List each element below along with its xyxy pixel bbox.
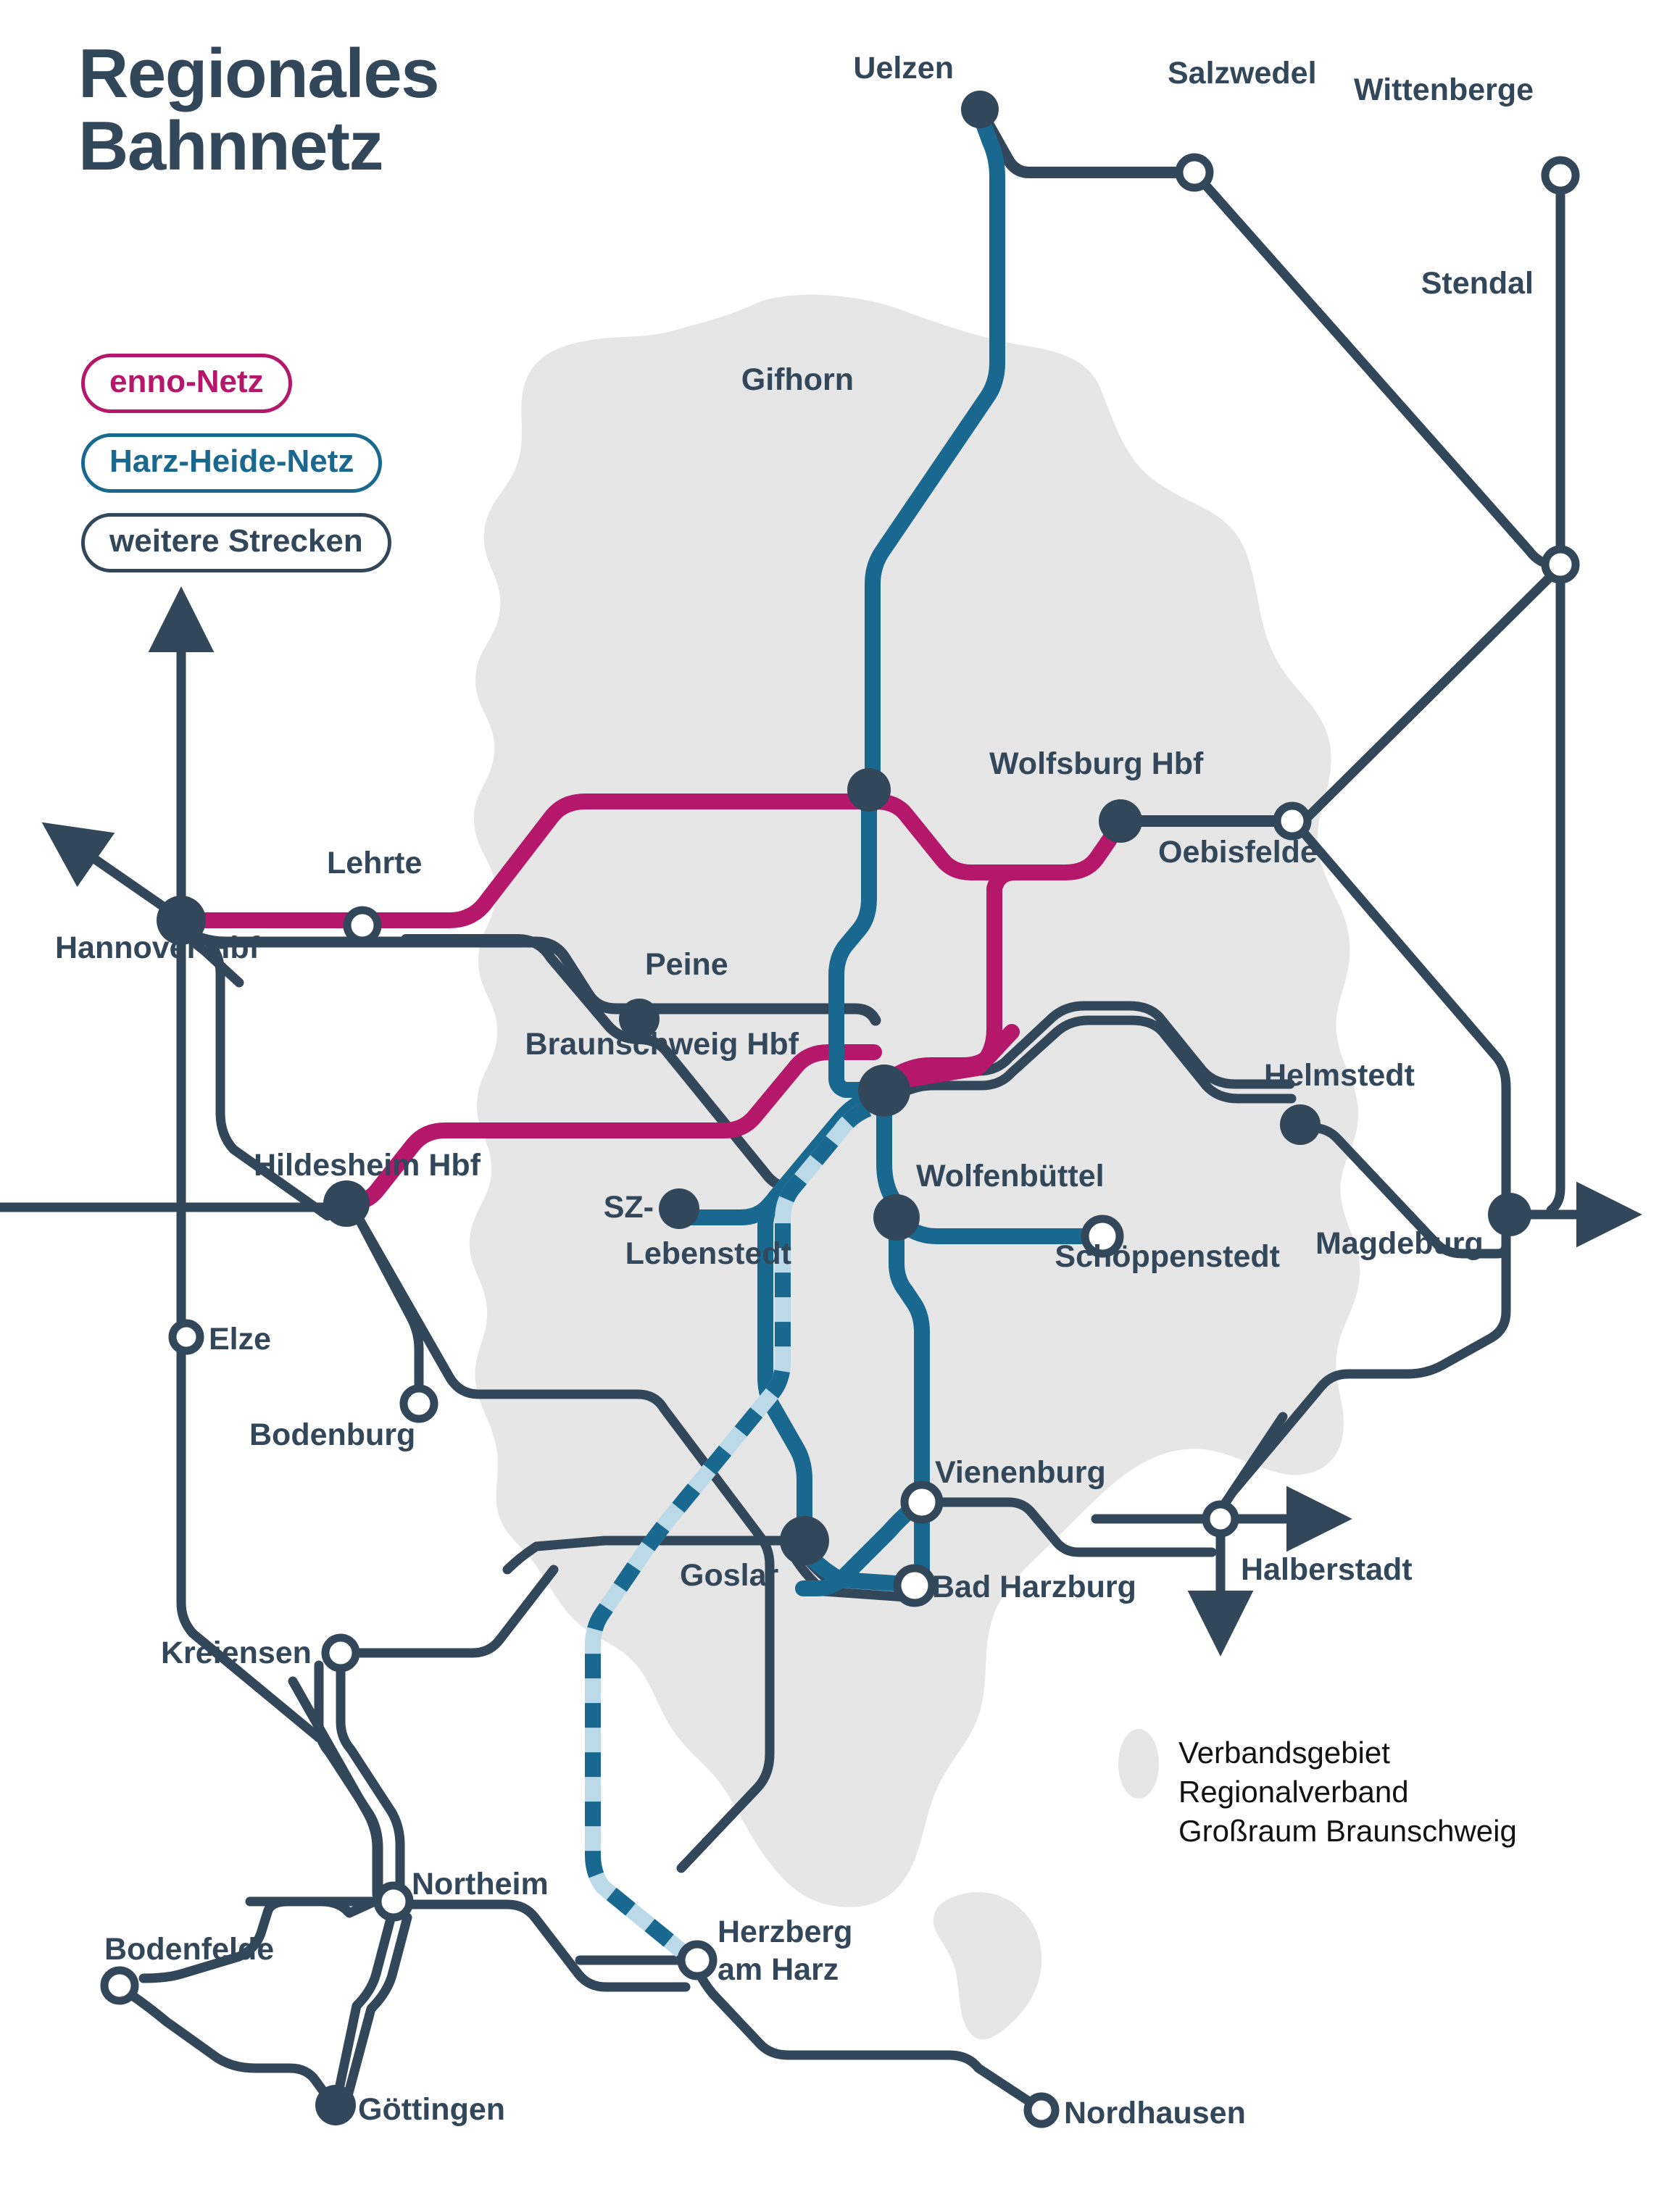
station-label-magdeburg: Magdeburg <box>1315 1226 1484 1261</box>
station-node-elze[interactable] <box>168 1319 204 1355</box>
station-label-helmstedt: Helmstedt <box>1264 1058 1415 1093</box>
station-node-nordhausen[interactable] <box>1023 2092 1060 2128</box>
station-node-halberstadt[interactable] <box>1202 1500 1239 1538</box>
station-node-braunschweig[interactable] <box>858 1065 910 1117</box>
station-label-sz-1: SZ- <box>604 1190 654 1225</box>
station-node-bodenburg[interactable] <box>399 1384 438 1423</box>
station-label-braunschweig: Braunschweig Hbf <box>525 1027 799 1062</box>
region-area-shape <box>469 294 1360 2040</box>
station-label-uelzen: Uelzen <box>853 51 954 86</box>
station-node-bodenfelde[interactable] <box>100 1966 139 2005</box>
station-label-elze: Elze <box>209 1322 271 1357</box>
station-label-stendal: Stendal <box>1421 266 1534 301</box>
legend-item-enno-netz[interactable]: enno-Netz <box>81 354 292 413</box>
station-node-bad-harzburg[interactable] <box>893 1564 936 1607</box>
station-label-bodenburg: Bodenburg <box>249 1417 415 1452</box>
station-node-uelzen[interactable] <box>961 91 999 128</box>
station-label-gifhorn: Gifhorn <box>741 362 854 397</box>
enno-netz-lines <box>173 793 1128 1212</box>
station-node-oebisfelde[interactable] <box>1273 801 1312 841</box>
station-label-peine: Peine <box>645 947 728 982</box>
station-label-goettingen: Göttingen <box>358 2092 505 2127</box>
station-labels: Uelzen Salzwedel Wittenberge Stendal Gif… <box>55 51 1534 2130</box>
station-node-wolfsburg[interactable] <box>1099 799 1142 843</box>
station-node-goslar[interactable] <box>780 1516 829 1565</box>
station-label-schoeppenstedt: Schöppenstedt <box>1055 1239 1280 1274</box>
station-node-stendal[interactable] <box>1541 545 1580 584</box>
station-node-schoeppenstedt[interactable] <box>1081 1215 1124 1258</box>
station-node-wittenberge[interactable] <box>1541 156 1580 195</box>
station-node-magdeburg[interactable] <box>1488 1193 1531 1236</box>
station-node-sz-lebenstedt[interactable] <box>659 1188 699 1229</box>
station-label-herzberg-2: am Harz <box>718 1952 839 1987</box>
station-node-lehrte[interactable] <box>343 906 382 945</box>
station-label-hildesheim: Hildesheim Hbf <box>254 1148 481 1183</box>
station-label-salzwedel: Salzwedel <box>1168 56 1317 91</box>
station-node-goettingen[interactable] <box>315 2085 356 2125</box>
station-node-hildesheim[interactable] <box>323 1180 370 1227</box>
harz-heide-dashed-line <box>585 1101 872 1957</box>
station-node-vienenburg[interactable] <box>900 1480 944 1524</box>
region-area-legend-text: Verbandsgebiet Regionalverband Großraum … <box>1178 1736 1517 1848</box>
station-node-kreiensen[interactable] <box>321 1633 360 1672</box>
station-label-lehrte: Lehrte <box>327 846 422 880</box>
station-label-sz-2: Lebenstedt <box>625 1236 791 1271</box>
legend: enno-Netz Harz-Heide-Netz weitere Streck… <box>81 354 391 572</box>
station-label-nordhausen: Nordhausen <box>1064 2096 1246 2130</box>
station-node-gifhorn[interactable] <box>847 768 891 812</box>
station-node-peine[interactable] <box>619 999 660 1039</box>
station-label-bad-harzburg: Bad Harzburg <box>932 1570 1136 1604</box>
station-label-northeim: Northeim <box>412 1867 549 1901</box>
station-label-hannover: Hannover Hbf <box>55 930 260 965</box>
legend-item-harz-heide-netz[interactable]: Harz-Heide-Netz <box>81 433 383 493</box>
station-label-herzberg-1: Herzberg <box>718 1915 852 1949</box>
region-area-swatch <box>1118 1729 1159 1799</box>
station-label-kreiensen: Kreiensen <box>161 1636 312 1670</box>
station-node-northeim[interactable] <box>373 1881 414 1922</box>
station-node-herzberg[interactable] <box>677 1940 718 1980</box>
station-node-salzwedel[interactable] <box>1175 153 1214 192</box>
station-label-oebisfelde: Oebisfelde <box>1158 835 1318 870</box>
station-label-vienenburg: Vienenburg <box>935 1455 1106 1490</box>
station-label-wolfenbuettel: Wolfenbüttel <box>916 1159 1105 1194</box>
station-label-wittenberge: Wittenberge <box>1354 72 1534 107</box>
page-title: Regionales Bahnnetz <box>78 35 440 185</box>
station-node-hannover[interactable] <box>157 896 206 945</box>
station-label-goslar: Goslar <box>680 1558 778 1593</box>
station-label-bodenfelde: Bodenfelde <box>104 1932 274 1967</box>
station-label-halberstadt: Halberstadt <box>1241 1552 1413 1587</box>
station-node-wolfenbuettel[interactable] <box>873 1194 920 1241</box>
legend-item-weitere-strecken[interactable]: weitere Strecken <box>81 513 391 572</box>
station-nodes <box>100 91 1580 2128</box>
station-label-wolfsburg: Wolfsburg Hbf <box>989 746 1204 781</box>
station-node-helmstedt[interactable] <box>1280 1104 1321 1145</box>
